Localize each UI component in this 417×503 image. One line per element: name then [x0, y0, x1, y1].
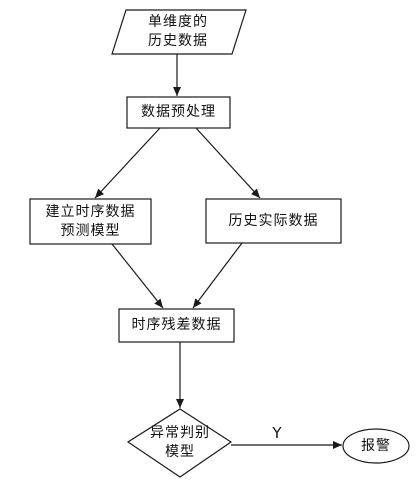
residual-box [118, 308, 235, 343]
preprocess-label-text: 数据预处理 [141, 104, 216, 120]
edge-build-model-to-residual [111, 243, 164, 309]
build-model-box [29, 198, 152, 245]
anomaly-label: 异常判别 模型 [140, 423, 220, 463]
build-model-label: 建立时序数据 预测模型 [30, 199, 151, 244]
edge-preprocess-to-build-model [94, 127, 161, 199]
alarm-terminal [342, 428, 410, 464]
edge-actual-data-to-residual [192, 242, 243, 309]
yes-edge-label-text: Y [272, 423, 282, 442]
anomaly-decision-diamond [126, 408, 233, 478]
alarm-label-text: 报警 [361, 437, 391, 454]
preprocess-box [126, 96, 231, 129]
preprocess-label: 数据预处理 [127, 97, 230, 128]
input-data-label: 单维度的 历史数据 [118, 10, 238, 54]
input-data-label-line-2: 历史数据 [148, 33, 208, 49]
input-data-parallelogram [111, 9, 247, 55]
actual-data-label: 历史实际数据 [206, 199, 341, 243]
anomaly-label-line-1: 异常判别 [150, 425, 210, 441]
alarm-label: 报警 [343, 429, 409, 463]
residual-label: 时序残差数据 [119, 309, 234, 342]
build-model-label-line-1: 建立时序数据 [45, 203, 136, 220]
yes-edge-label: Y [266, 424, 288, 442]
input-data-label-line-1: 单维度的 [148, 14, 208, 30]
actual-data-label-text: 历史实际数据 [228, 212, 319, 229]
edge-preprocess-to-actual-data [195, 127, 261, 199]
build-model-label-line-2: 预测模型 [60, 222, 121, 239]
actual-data-box [205, 198, 342, 244]
residual-label-text: 时序残差数据 [131, 317, 222, 333]
anomaly-label-line-2: 模型 [165, 444, 195, 460]
